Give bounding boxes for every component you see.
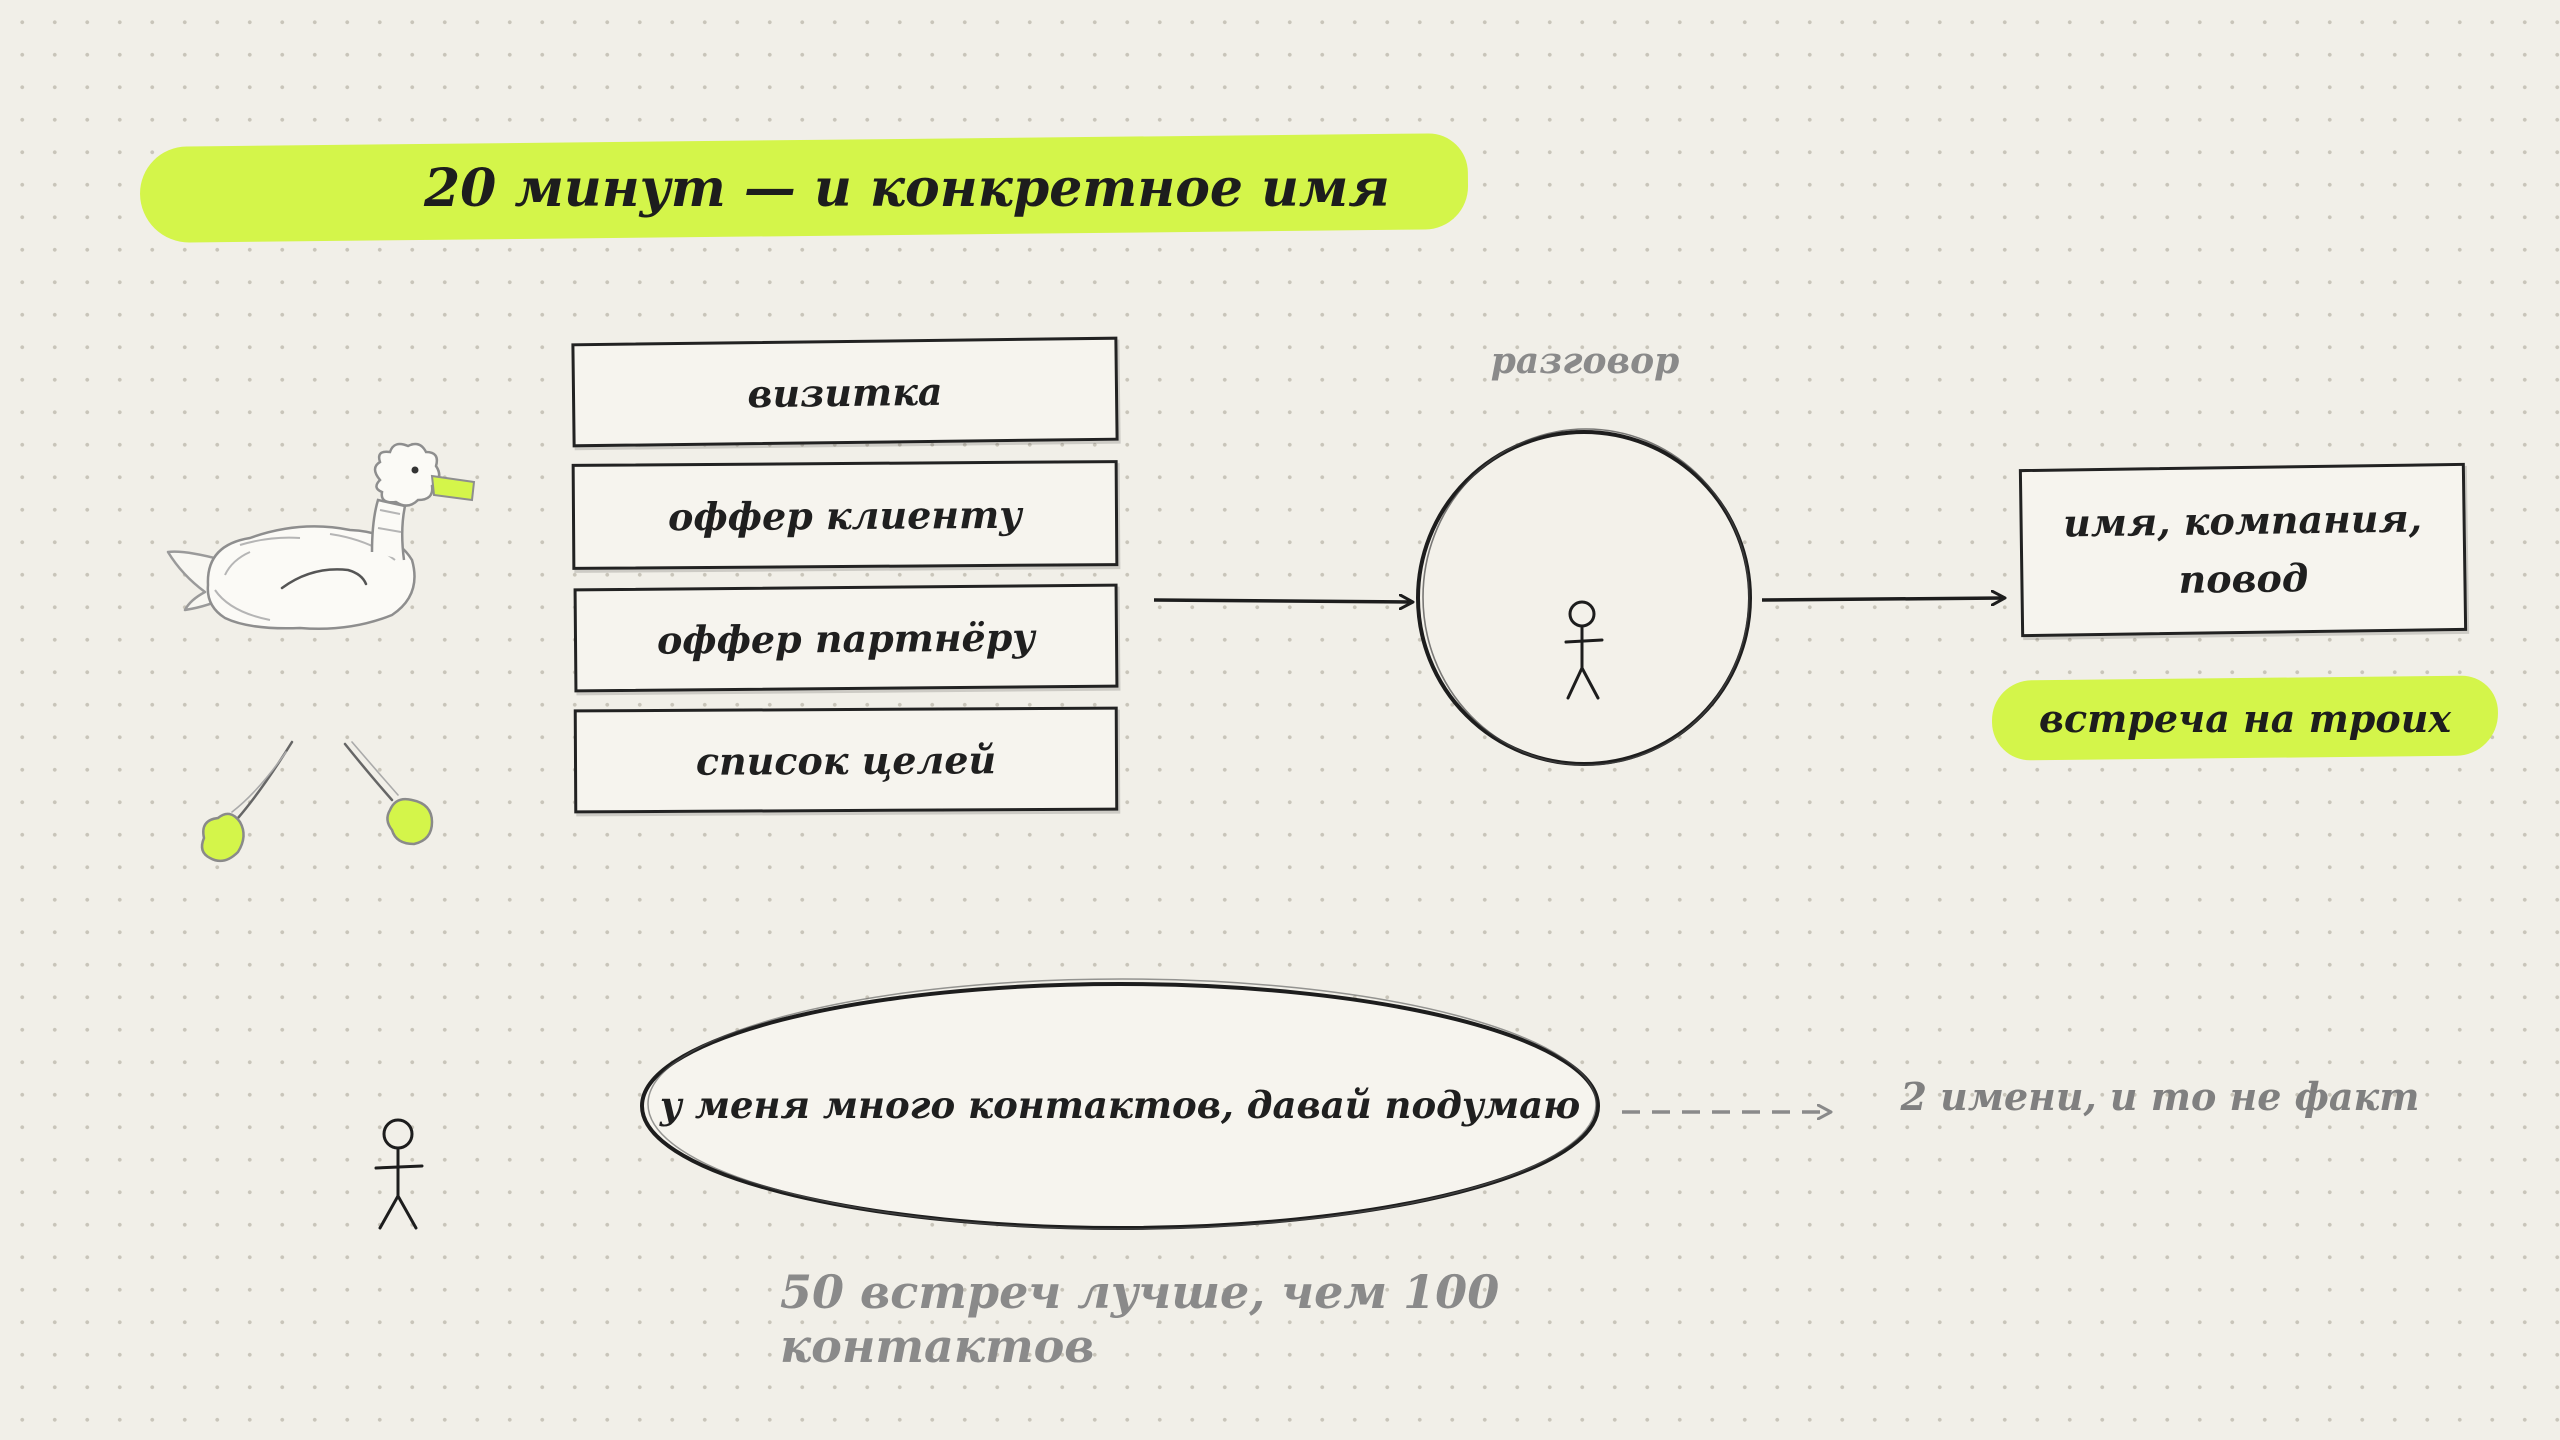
page-title: 20 минут — и конкретное имя <box>424 157 1390 219</box>
speech-ellipse <box>640 978 1600 1230</box>
duck-head <box>373 442 441 507</box>
result-box: имя, компания, повод <box>2018 462 2468 638</box>
result-line-2: повод <box>2178 555 2309 602</box>
stack-box-label: визитка <box>747 368 943 416</box>
speech-quote: у меня много контактов, давай подумаю <box>659 1083 1581 1127</box>
person-icon-bottom <box>374 1118 424 1230</box>
arrow-conversation-to-result <box>1761 598 2004 600</box>
footer-caption: 50 встреч лучше, чем 100 контактов <box>780 1265 1500 1373</box>
duck-body <box>206 525 416 631</box>
duck-foot-right <box>386 797 434 846</box>
outcome-label: 2 имени, и то не факт <box>1900 1073 2420 1119</box>
duck-leg-right <box>343 742 394 802</box>
conversation-circle <box>1416 428 1752 766</box>
stack-box-business-card: визитка <box>571 336 1119 448</box>
result-line-1: имя, компания, <box>2062 495 2423 546</box>
duck-wing <box>280 568 368 590</box>
stack-box-target-list: список целей <box>573 706 1119 814</box>
meeting-label: встреча на троих <box>2038 695 2452 741</box>
person-icon <box>1564 600 1604 700</box>
stack-box-label: оффер партнёру <box>656 613 1036 663</box>
duck-illustration <box>166 442 476 863</box>
stack-box-label: список целей <box>695 736 997 784</box>
conversation-label: разговор <box>1490 340 1680 382</box>
duck-beak <box>430 474 476 502</box>
stack-box-partner-offer: оффер партнёру <box>573 583 1119 693</box>
stack-box-label: оффер клиенту <box>667 491 1023 539</box>
arrow-stack-to-conversation <box>1153 600 1412 602</box>
duck-foot-left <box>200 812 245 863</box>
stack-box-client-offer: оффер клиенту <box>571 460 1119 570</box>
